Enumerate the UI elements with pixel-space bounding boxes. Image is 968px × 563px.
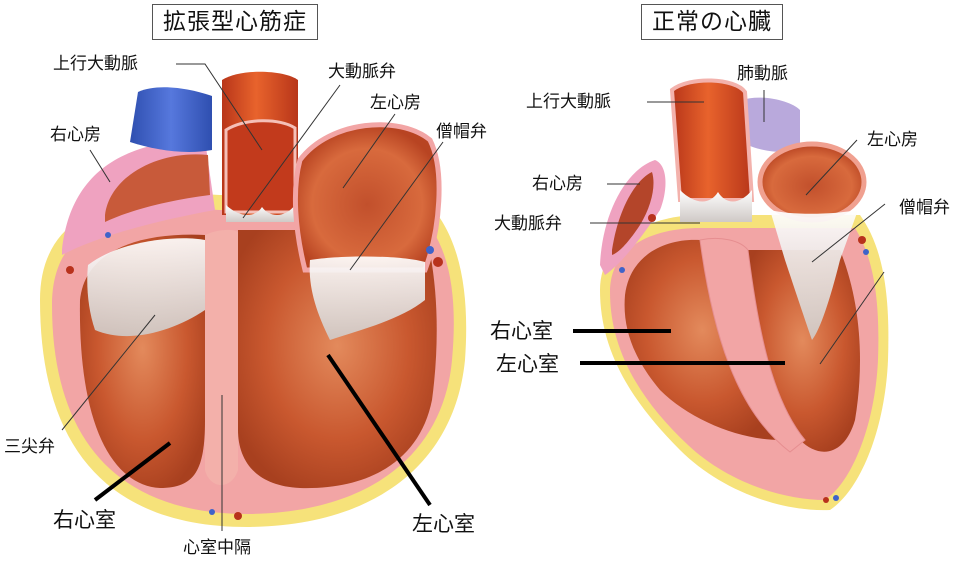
label-left-ventricle-normal: 左心室 xyxy=(496,352,559,376)
label-tricuspid-valve: 三尖弁 xyxy=(4,437,55,457)
label-right-atrium-dilated: 右心房 xyxy=(50,125,101,145)
label-pulmonary-artery: 肺動脈 xyxy=(737,64,788,84)
label-right-ventricle-normal: 右心室 xyxy=(490,319,553,343)
leader-lines xyxy=(61,63,886,531)
label-left-ventricle-dilated: 左心室 xyxy=(412,512,475,536)
label-right-ventricle-dilated: 右心室 xyxy=(53,508,116,532)
label-left-atrium-normal: 左心房 xyxy=(867,130,918,150)
normal-heart-title: 正常の心臓 xyxy=(641,4,783,40)
label-right-atrium-normal: 右心房 xyxy=(532,174,583,194)
label-aortic-valve-normal: 大動脈弁 xyxy=(494,214,562,234)
label-ascending-aorta-normal: 上行大動脈 xyxy=(526,92,611,112)
label-left-atrium-dilated: 左心房 xyxy=(370,93,421,113)
label-mitral-valve-dilated: 僧帽弁 xyxy=(436,122,487,142)
dilated-cardiomyopathy-title: 拡張型心筋症 xyxy=(152,4,318,40)
label-ascending-aorta-dilated: 上行大動脈 xyxy=(53,54,138,74)
label-aortic-valve-dilated: 大動脈弁 xyxy=(328,62,396,82)
normal-heart-illustration xyxy=(600,78,889,511)
dilated-heart-illustration xyxy=(40,71,467,528)
label-ventricular-septum: 心室中隔 xyxy=(183,538,251,558)
label-mitral-valve-normal: 僧帽弁 xyxy=(899,198,950,218)
